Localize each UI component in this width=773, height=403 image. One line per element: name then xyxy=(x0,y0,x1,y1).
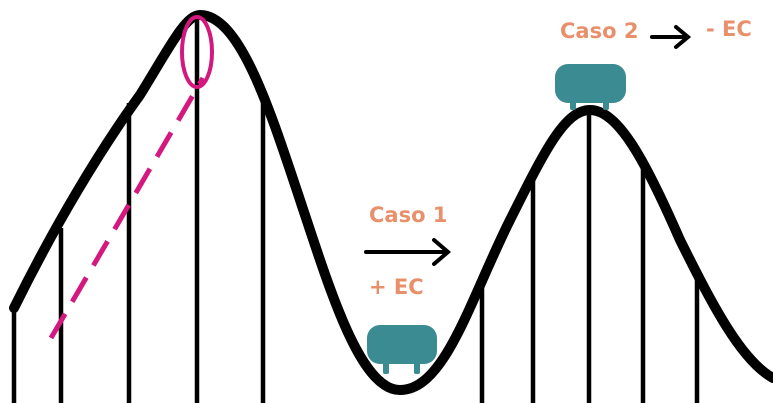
case1-label: Caso 1 xyxy=(369,203,448,227)
case2-arrow xyxy=(650,25,692,49)
case1-effect-label: + EC xyxy=(369,275,424,299)
cart-body xyxy=(555,64,626,103)
arrow-head xyxy=(674,25,692,49)
cart-bottom xyxy=(367,325,437,374)
support-posts xyxy=(11,16,700,403)
arrow-head xyxy=(432,238,452,266)
tangent-dashed-line xyxy=(48,76,206,340)
cart-top xyxy=(555,64,626,110)
track-curve xyxy=(9,10,773,395)
case2-effect-label: - EC xyxy=(706,17,752,41)
case1-arrow xyxy=(364,238,452,266)
cart-body xyxy=(367,325,437,364)
case2-label: Caso 2 xyxy=(560,19,639,43)
summit-highlight-ellipse xyxy=(180,15,214,89)
